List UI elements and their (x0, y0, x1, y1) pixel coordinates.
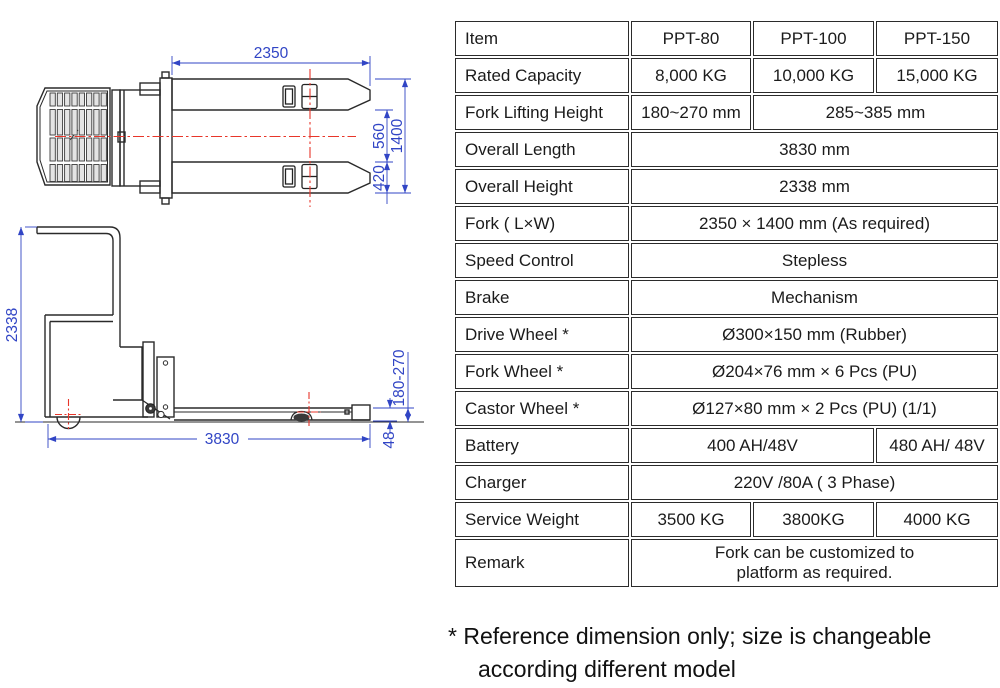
spec-value-cell: Fork can be customized to platform as re… (631, 539, 998, 587)
spec-row-label: Remark (455, 539, 629, 587)
grille (36, 87, 111, 186)
table-row: Overall Length 3830 mm (455, 132, 998, 167)
dim-fork-gap-label: 560 (371, 123, 388, 149)
spec-value-cell: 220V /80A ( 3 Phase) (631, 465, 998, 500)
table-row: Overall Height 2338 mm (455, 169, 998, 204)
centerlines-side-view (55, 392, 321, 429)
table-row: Fork ( L×W) 2350 × 1400 mm (As required) (455, 206, 998, 241)
spec-value-cell: Ø204×76 mm × 6 Pcs (PU) (631, 354, 998, 389)
spec-value-cell: Mechanism (631, 280, 998, 315)
table-row: Charger 220V /80A ( 3 Phase) (455, 465, 998, 500)
pivot-holes (162, 360, 169, 410)
spec-value-cell: 4000 KG (876, 502, 998, 537)
spec-value-cell: 15,000 KG (876, 58, 998, 93)
spec-value-cell: 180~270 mm (631, 95, 751, 130)
top-view-dimensions (171, 56, 411, 204)
spec-row-label: Rated Capacity (455, 58, 629, 93)
table-row: Remark Fork can be customized to platfor… (455, 539, 998, 587)
dim-overall-height-label: 2338 (4, 308, 21, 342)
spec-value-cell: 3800KG (753, 502, 874, 537)
footnote: * Reference dimension only; size is chan… (448, 620, 1000, 685)
table-row: Fork Lifting Height 180~270 mm 285~385 m… (455, 95, 998, 130)
spec-value-cell: 480 AH/ 48V (876, 428, 998, 463)
dim-fork-length-label: 2350 (254, 45, 289, 62)
dim-lift-height-label: 180-270 (391, 349, 408, 406)
spec-value-cell: Stepless (631, 243, 998, 278)
remark-line-2: platform as required. (736, 563, 893, 582)
table-row: Brake Mechanism (455, 280, 998, 315)
spec-value-cell: PPT-150 (876, 21, 998, 56)
table-row: Battery 400 AH/48V 480 AH/ 48V (455, 428, 998, 463)
spec-value-cell: Ø127×80 mm × 2 Pcs (PU) (1/1) (631, 391, 998, 426)
spec-value-cell: 10,000 KG (753, 58, 874, 93)
spec-row-label: Castor Wheel * (455, 391, 629, 426)
spec-table: Item PPT-80 PPT-100 PPT-150 Rated Capaci… (453, 19, 998, 589)
lift-linkage (141, 399, 171, 420)
table-row: Item PPT-80 PPT-100 PPT-150 (455, 21, 998, 56)
spec-value-cell: 8,000 KG (631, 58, 751, 93)
top-view: 2350 560 420 1400 (36, 45, 411, 207)
table-row: Service Weight 3500 KG 3800KG 4000 KG (455, 502, 998, 537)
spec-row-label: Item (455, 21, 629, 56)
side-view: 2338 3830 48 180-270 (4, 226, 424, 449)
spec-row-label: Fork Wheel * (455, 354, 629, 389)
table-row: Fork Wheel * Ø204×76 mm × 6 Pcs (PU) (455, 354, 998, 389)
spec-value-cell: 2350 × 1400 mm (As required) (631, 206, 998, 241)
spec-row-label: Brake (455, 280, 629, 315)
remark-line-1: Fork can be customized to (714, 542, 915, 562)
spec-row-label: Fork Lifting Height (455, 95, 629, 130)
spec-row-label: Battery (455, 428, 629, 463)
footnote-line-2: according different model (478, 655, 736, 682)
spec-row-label: Fork ( L×W) (455, 206, 629, 241)
spec-value-cell: 285~385 mm (753, 95, 998, 130)
spec-value-cell: Ø300×150 mm (Rubber) (631, 317, 998, 352)
spec-row-label: Charger (455, 465, 629, 500)
spec-row-label: Drive Wheel * (455, 317, 629, 352)
footnote-line-1: * Reference dimension only; size is chan… (448, 623, 932, 649)
spec-value-cell: PPT-100 (753, 21, 874, 56)
dim-fork-thickness-label: 48 (381, 431, 398, 448)
spec-value-cell: PPT-80 (631, 21, 751, 56)
chassis-top-view (111, 71, 173, 205)
spec-row-label: Overall Height (455, 169, 629, 204)
technical-drawing: 2350 560 420 1400 (4, 45, 424, 449)
table-row: Rated Capacity 8,000 KG 10,000 KG 15,000… (455, 58, 998, 93)
centerlines-top-view (55, 69, 356, 207)
table-row: Speed Control Stepless (455, 243, 998, 278)
grille-slots (49, 92, 107, 182)
table-row: Drive Wheel * Ø300×150 mm (Rubber) (455, 317, 998, 352)
dim-overall-width-label: 1400 (389, 118, 406, 153)
dim-fork-width-label: 420 (371, 165, 388, 191)
spec-row-label: Overall Length (455, 132, 629, 167)
side-view-body (36, 226, 371, 421)
spec-value-cell: 400 AH/48V (631, 428, 874, 463)
side-view-dimensions (17, 226, 414, 448)
dim-overall-length-label: 3830 (205, 431, 240, 448)
spec-row-label: Speed Control (455, 243, 629, 278)
table-row: Castor Wheel * Ø127×80 mm × 2 Pcs (PU) (… (455, 391, 998, 426)
spec-value-cell: 3500 KG (631, 502, 751, 537)
spec-row-label: Service Weight (455, 502, 629, 537)
spec-value-cell: 3830 mm (631, 132, 998, 167)
spec-value-cell: 2338 mm (631, 169, 998, 204)
